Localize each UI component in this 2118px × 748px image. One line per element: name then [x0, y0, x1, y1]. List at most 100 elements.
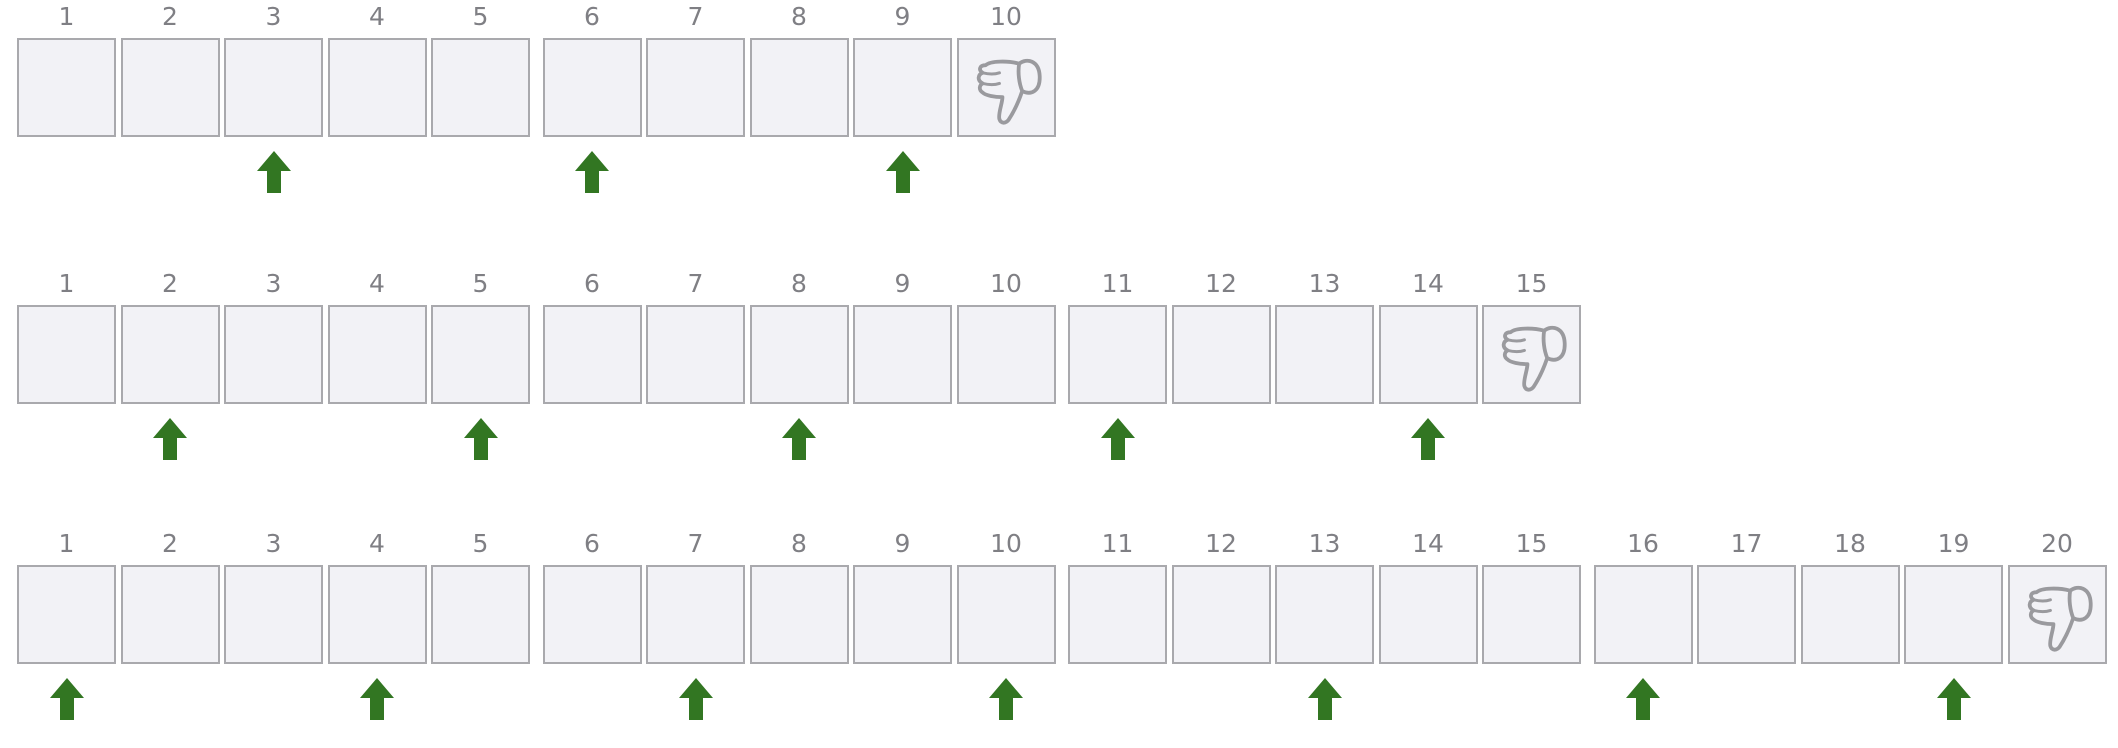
sequence-cell	[327, 565, 427, 664]
thumbs-down-cell	[956, 38, 1056, 137]
cell-number: 7	[687, 529, 704, 558]
cell-number: 8	[791, 2, 807, 31]
sequence-cell	[1800, 565, 1900, 664]
up-arrow-icon	[1936, 678, 1971, 720]
up-arrow-icon	[1411, 418, 1445, 460]
sequence-cell	[749, 305, 849, 404]
cell-number: 2	[162, 269, 178, 298]
sequence-cell	[224, 38, 323, 137]
sequence-cell	[17, 38, 116, 137]
cell-number: 4	[369, 269, 385, 298]
up-arrow-icon	[678, 678, 713, 720]
cell-number: 11	[1101, 529, 1134, 558]
sequence-cell	[431, 38, 530, 137]
sequence-cell	[17, 305, 116, 404]
cell-number: 16	[1627, 529, 1659, 558]
cell-number: 20	[2041, 529, 2073, 558]
cell-number: 7	[687, 2, 704, 31]
cell-number: 6	[584, 269, 600, 298]
sequence-cell	[120, 305, 220, 404]
up-arrow-icon	[1307, 678, 1342, 720]
sequence-cell	[224, 305, 323, 404]
up-arrow-icon	[782, 418, 816, 460]
sequence-cell	[542, 565, 642, 664]
cell-number: 8	[791, 269, 807, 298]
sequence-cell	[1904, 565, 2003, 664]
sequence-cell	[1275, 305, 1374, 404]
up-arrow-icon	[153, 418, 187, 460]
up-arrow-icon	[1626, 678, 1660, 720]
sequence-cell	[1275, 565, 1374, 664]
cell-number: 3	[265, 529, 282, 558]
sequence-cell	[1171, 565, 1271, 664]
cell-number: 2	[162, 529, 178, 558]
sequence-cell	[956, 565, 1056, 664]
sequence-cell	[327, 305, 427, 404]
cell-number: 12	[1205, 269, 1237, 298]
cell-number: 3	[265, 269, 282, 298]
cell-number: 15	[1515, 269, 1548, 298]
sequence-cell	[853, 38, 952, 137]
cell-number: 10	[990, 2, 1022, 31]
cell-number: 10	[990, 529, 1022, 558]
cell-number: 18	[1834, 529, 1866, 558]
sequence-cell	[17, 565, 116, 664]
cell-number: 13	[1308, 529, 1341, 558]
cell-number: 5	[472, 269, 489, 298]
sequence-cell	[120, 565, 220, 664]
cell-number: 6	[584, 529, 600, 558]
sequence-cell	[542, 305, 642, 404]
sequence-cell	[1593, 565, 1693, 664]
sequence-cell	[120, 38, 220, 137]
thumbs-down-cell	[2007, 565, 2107, 664]
cell-number: 1	[58, 2, 75, 31]
thumbs-down-icon	[1501, 325, 1567, 392]
sequence-cell	[646, 38, 745, 137]
cell-number: 12	[1205, 529, 1237, 558]
up-arrow-icon	[885, 151, 920, 193]
cell-number: 14	[1412, 529, 1444, 558]
cell-number: 2	[162, 2, 178, 31]
cell-number: 9	[894, 529, 911, 558]
sequence-cell	[749, 565, 849, 664]
cell-number: 19	[1937, 529, 1970, 558]
sequence-cell	[1068, 565, 1167, 664]
sequence-cell	[749, 38, 849, 137]
up-arrow-icon	[360, 678, 394, 720]
cell-number: 9	[894, 269, 911, 298]
cell-number: 17	[1730, 529, 1763, 558]
up-arrow-icon	[575, 151, 609, 193]
thumbs-down-cell	[1482, 305, 1581, 404]
sequence-cell	[1068, 305, 1167, 404]
sequence-cell	[853, 565, 952, 664]
cell-number: 9	[894, 2, 911, 31]
sequence-cell	[542, 38, 642, 137]
cell-number: 5	[472, 2, 489, 31]
cell-number: 1	[58, 529, 75, 558]
sequence-cell	[1482, 565, 1581, 664]
sequence-cell	[224, 565, 323, 664]
sequence-cell	[1378, 565, 1478, 664]
cell-number: 4	[369, 2, 385, 31]
sequence-cell	[1171, 305, 1271, 404]
sequence-cell	[646, 305, 745, 404]
cell-number: 7	[687, 269, 704, 298]
sequence-cell	[646, 565, 745, 664]
thumbs-down-icon	[2027, 585, 2093, 652]
sequence-cell	[431, 565, 530, 664]
up-arrow-icon	[1100, 418, 1135, 460]
up-arrow-icon	[49, 678, 84, 720]
sequence-cell	[327, 38, 427, 137]
cell-number: 8	[791, 529, 807, 558]
cell-number: 15	[1515, 529, 1548, 558]
up-arrow-icon	[256, 151, 291, 193]
cell-number: 11	[1101, 269, 1134, 298]
cell-number: 14	[1412, 269, 1444, 298]
sequence-cell	[853, 305, 952, 404]
up-arrow-icon	[463, 418, 498, 460]
sequence-cell	[431, 305, 530, 404]
sequence-cell	[1378, 305, 1478, 404]
up-arrow-icon	[989, 678, 1023, 720]
thumbs-down-icon	[976, 58, 1042, 125]
